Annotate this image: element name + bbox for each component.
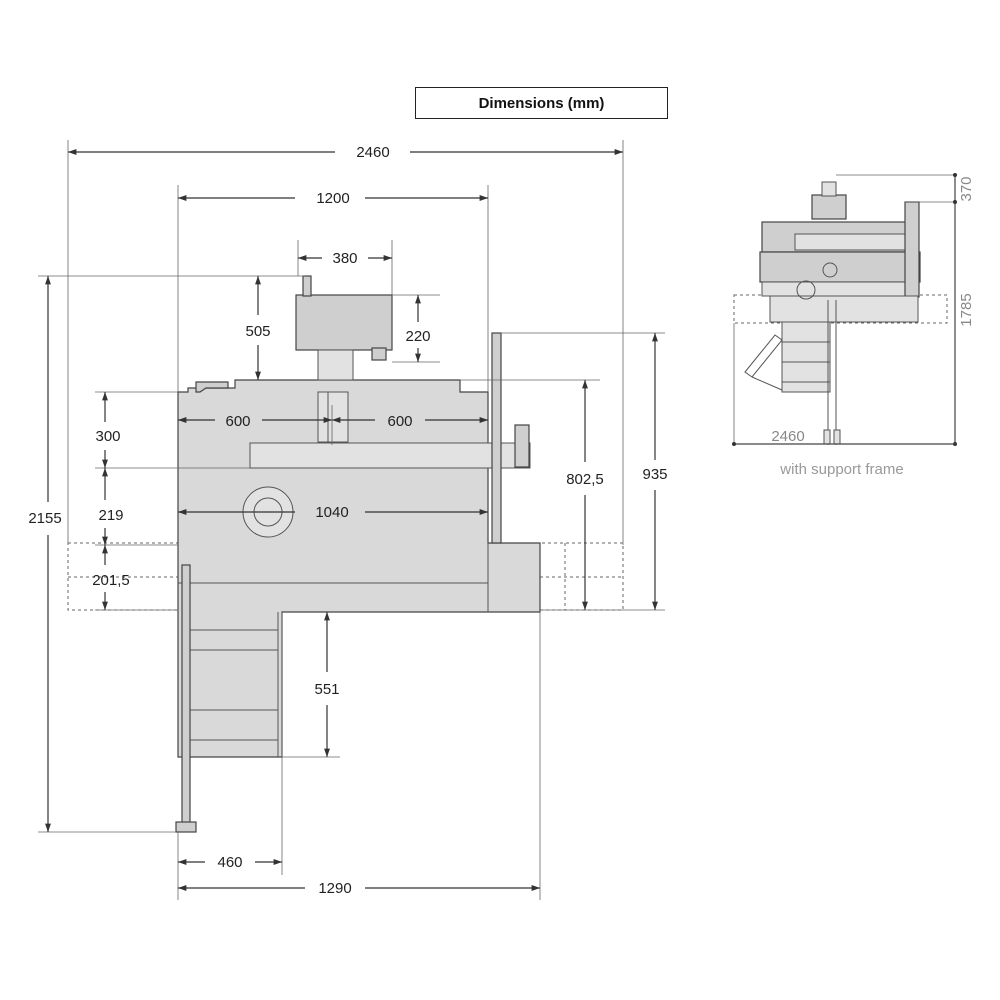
dim-right-half: 600	[387, 413, 412, 430]
dim-head-height: 505	[245, 323, 270, 340]
machine-body	[177, 379, 541, 758]
dim-bottom-left: 460	[217, 854, 242, 871]
spindle-lower	[317, 391, 349, 443]
main-view	[67, 275, 624, 833]
side-dim-total-height: 1785	[958, 293, 975, 326]
dim-overall-width: 2460	[356, 144, 389, 161]
side-view: 370 1785 2460 with support frame	[732, 173, 975, 478]
side-rail	[181, 564, 191, 824]
spindle-column	[317, 349, 354, 381]
dim-frame-height: 201,5	[92, 572, 130, 589]
head-post	[302, 275, 312, 297]
dim-left-half: 600	[225, 413, 250, 430]
dimension-labels: 2460 1200 380 505 220 600 600 300 219 20…	[28, 144, 667, 897]
fence-end	[514, 424, 530, 468]
dim-upper-height: 300	[95, 428, 120, 445]
dim-head-width: 380	[332, 250, 357, 267]
side-view-caption: with support frame	[779, 461, 903, 478]
dim-table-width: 1040	[315, 504, 348, 521]
dim-overall-height: 2155	[28, 510, 61, 527]
dim-lower-extension: 551	[314, 681, 339, 698]
motor-housing	[295, 294, 393, 351]
right-vertical-guard	[491, 332, 502, 544]
side-dim-top-height: 370	[958, 176, 975, 201]
side-dim-width: 2460	[771, 428, 804, 445]
dim-mid-height: 219	[98, 507, 123, 524]
dimension-lines	[38, 140, 665, 900]
diagram-title: Dimensions (mm)	[415, 87, 668, 119]
motor-knob	[371, 347, 387, 361]
dim-bottom-overall: 1290	[318, 880, 351, 897]
dim-side-height: 935	[642, 466, 667, 483]
dim-top-width: 1200	[316, 190, 349, 207]
fence-bar	[249, 442, 531, 469]
dim-head-block: 220	[405, 328, 430, 345]
side-support-frame	[733, 294, 948, 324]
rail-foot	[175, 821, 197, 833]
dim-right-height: 802,5	[566, 471, 604, 488]
left-handle	[195, 381, 229, 393]
